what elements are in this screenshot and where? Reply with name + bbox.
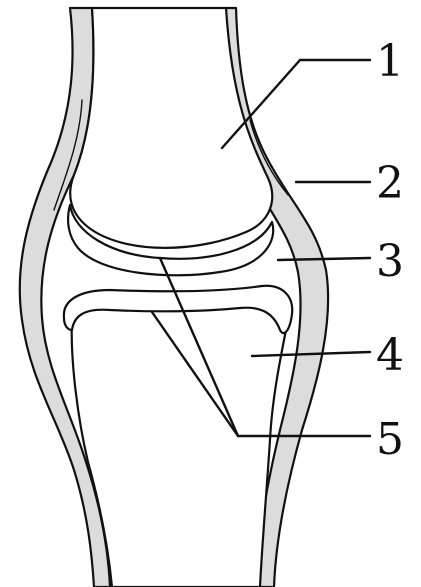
label-4: 4 <box>376 330 404 381</box>
label-2: 2 <box>376 158 404 209</box>
label-3: 3 <box>376 236 404 287</box>
label-5: 5 <box>376 414 404 465</box>
leader-line-3 <box>278 258 370 260</box>
label-1: 1 <box>376 36 404 87</box>
upper-bone <box>70 8 272 248</box>
